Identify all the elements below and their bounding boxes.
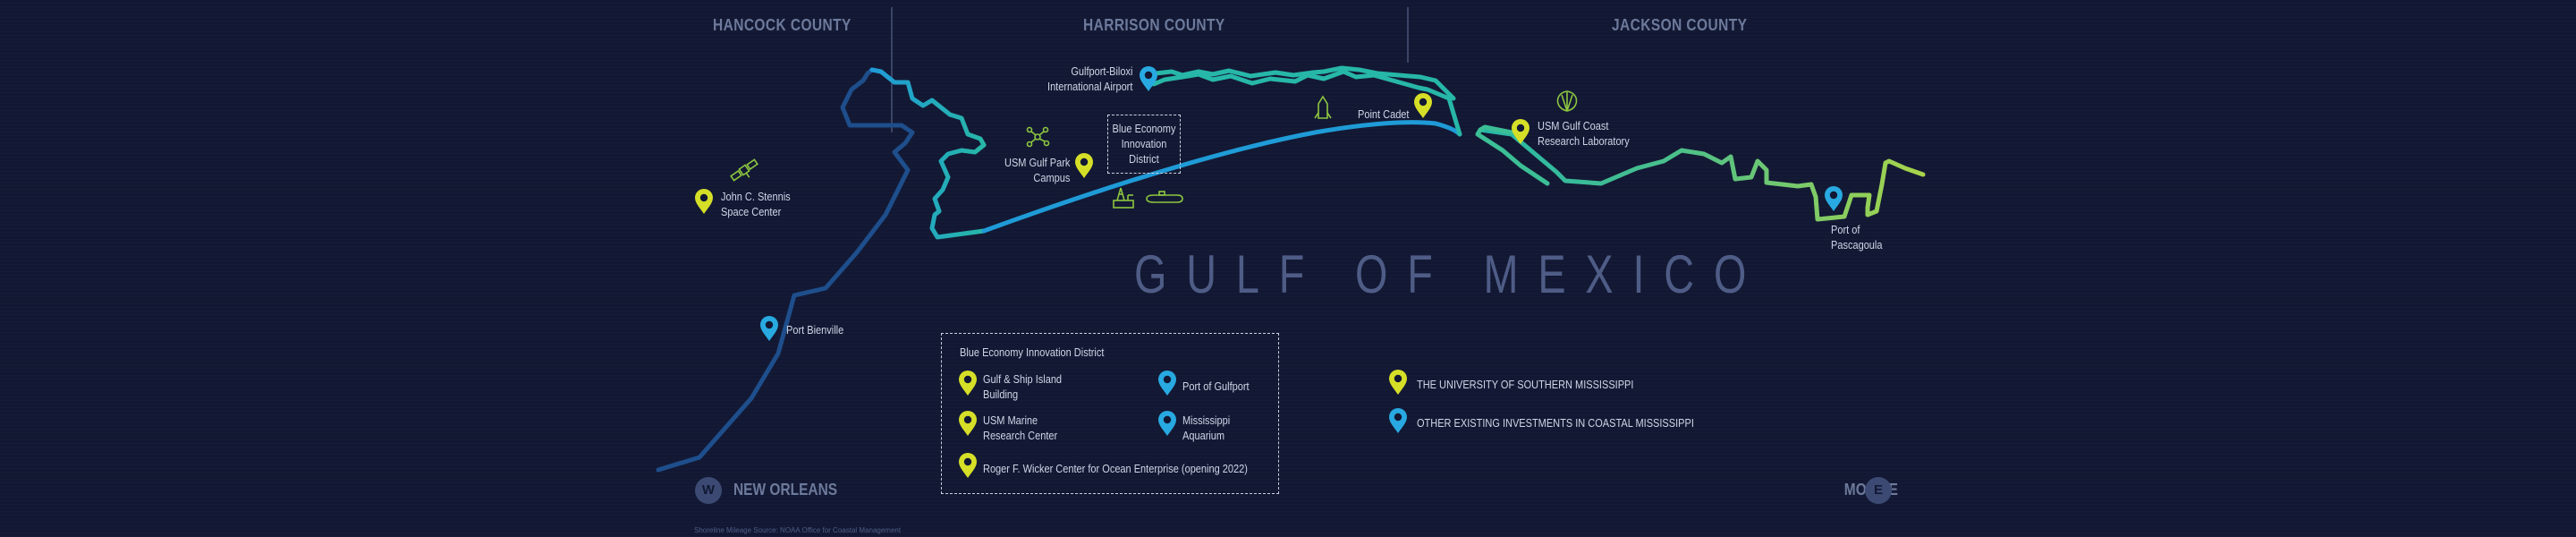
legend-item-label: Roger F. Wicker Center for Ocean Enterpr…: [983, 463, 1248, 475]
water-label: GULF OF MEXICO: [1134, 244, 1767, 304]
county-label-hancock: HANCOCK COUNTY: [713, 16, 852, 34]
pin-point-cadet-map-pin-icon: [1414, 93, 1432, 118]
key-usm-label: THE UNIVERSITY OF SOUTHERN MISSISSIPPI: [1417, 379, 1634, 391]
jackson-coastline-west: [1475, 124, 1550, 186]
pin-legend-gulf-ship-map-pin-icon: [959, 371, 977, 396]
harrison-coastline: [981, 120, 1462, 234]
direction-new-orleans: NEW ORLEANS: [733, 481, 838, 499]
pin-gulf-park-map-pin-icon: [1075, 153, 1093, 178]
pin-port-bienville-map-pin-icon: [760, 316, 778, 341]
pin-legend-marine-research-map-pin-icon: [959, 411, 977, 436]
pin-airport-map-pin-icon: [1140, 66, 1157, 91]
west-direction-badge: W: [695, 477, 722, 504]
label-port-bienville: Port Bienville: [786, 324, 844, 337]
rocket-icon: [1314, 95, 1332, 119]
jackson-coastline: [1478, 127, 1926, 222]
pin-pascagoula-map-pin-icon: [1825, 186, 1843, 211]
submarine-icon: [1146, 191, 1183, 203]
oil-rig-icon: [1113, 187, 1134, 209]
pin-key-usm-map-pin-icon: [1389, 370, 1407, 395]
shell-icon: [1556, 90, 1578, 112]
satellite-icon: [730, 158, 758, 182]
pin-legend-port-gulfport-map-pin-icon: [1158, 371, 1176, 396]
bed-legend: Blue Economy Innovation District: [941, 333, 1279, 494]
bed-district-box: [1107, 115, 1181, 174]
county-label-jackson: JACKSON COUNTY: [1612, 16, 1748, 34]
east-direction-badge: E: [1865, 477, 1892, 504]
bay-coastline: [869, 67, 987, 240]
source-note: Shoreline Mileage Source: NOAA Office fo…: [694, 526, 902, 534]
legend-item-label: Port of Gulfport: [1182, 380, 1250, 393]
pin-legend-aquarium-map-pin-icon: [1158, 411, 1176, 436]
pin-key-other-map-pin-icon: [1389, 408, 1407, 433]
hancock-coastline: [656, 67, 915, 473]
pin-legend-wicker-center-map-pin-icon: [959, 453, 977, 478]
county-label-harrison: HARRISON COUNTY: [1083, 16, 1225, 34]
label-point-cadet: Point Cadet: [1358, 108, 1410, 121]
molecule-icon: [1026, 126, 1050, 148]
pin-gcrl-map-pin-icon: [1512, 119, 1530, 144]
legend-title: Blue Economy Innovation District: [960, 346, 1105, 359]
key-other-label: OTHER EXISTING INVESTMENTS IN COASTAL MI…: [1417, 417, 1694, 430]
pin-stennis-map-pin-icon: [695, 189, 713, 214]
